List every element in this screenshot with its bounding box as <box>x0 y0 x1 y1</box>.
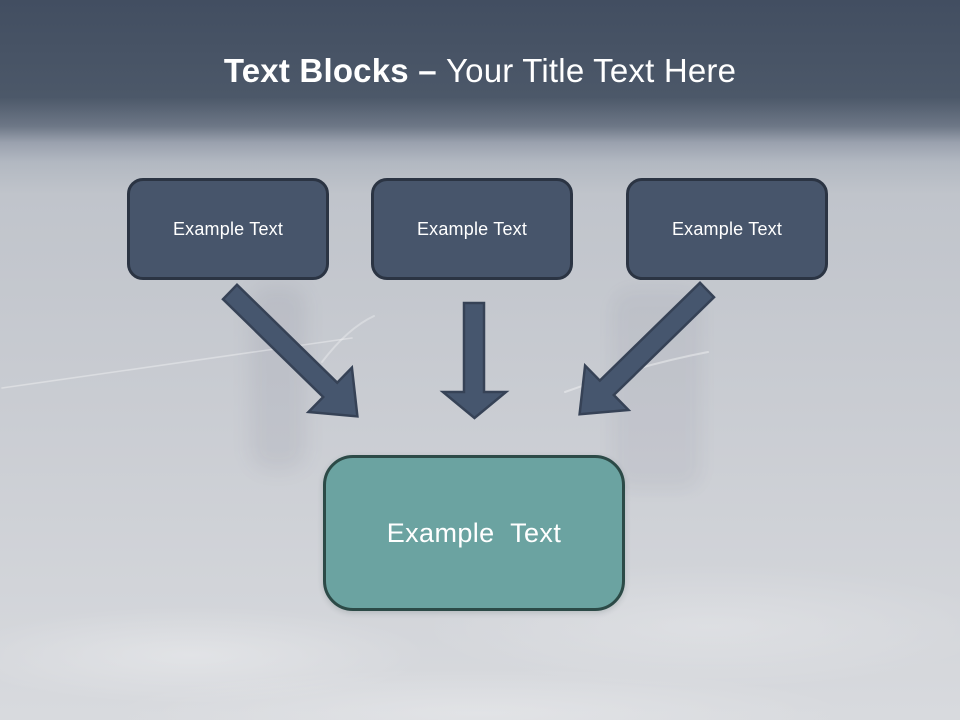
result-block: Example Text <box>323 455 625 611</box>
background-streak <box>321 315 375 363</box>
text-block-2-label: Example Text <box>416 218 528 239</box>
text-block-3: Example Text <box>626 178 828 280</box>
arrow-down-icon <box>439 301 510 420</box>
text-block-1: Example Text <box>127 178 329 280</box>
title-bold-text: Text Blocks – <box>223 52 437 89</box>
result-block-label: Example Text <box>386 517 562 548</box>
background-texture <box>612 290 702 490</box>
background-texture <box>250 285 306 470</box>
text-block-3-label: Example Text <box>671 218 783 239</box>
title-regular-text: Your Title Text Here <box>446 52 737 89</box>
text-block-1-label: Example Text <box>172 218 284 239</box>
text-block-2: Example Text <box>371 178 573 280</box>
slide-title: Text Blocks –Your Title Text Here <box>0 52 960 90</box>
